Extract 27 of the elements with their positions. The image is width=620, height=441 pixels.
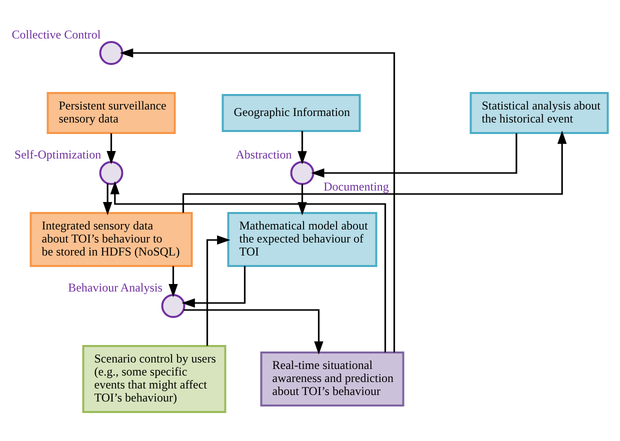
arrow bbox=[311, 133, 518, 178]
node-circle bbox=[161, 294, 186, 318]
node-label: Self-Optimization bbox=[14, 148, 102, 162]
node-box: Scenario control by users (e.g., some specific events that might affect TOI’s behaviour) bbox=[82, 345, 226, 413]
arrow bbox=[120, 48, 396, 352]
node-label: Behaviour Analysis bbox=[68, 280, 162, 295]
arrow bbox=[182, 266, 246, 308]
node-label: Collective Control bbox=[12, 28, 101, 42]
arrow bbox=[298, 131, 307, 164]
arrow bbox=[206, 235, 230, 346]
arrow bbox=[168, 266, 178, 298]
arrow bbox=[110, 181, 386, 352]
arrow bbox=[182, 130, 567, 213]
arrow bbox=[184, 309, 324, 355]
node-box: Statistical analysis about the historical event bbox=[470, 92, 609, 134]
node-label: Abstraction bbox=[236, 148, 292, 162]
node-circle bbox=[290, 161, 314, 185]
arrow bbox=[106, 133, 116, 164]
edge-label: Documenting bbox=[324, 180, 389, 194]
node-box: Mathematical model about the expected behaviour of TOI bbox=[227, 212, 378, 267]
node-box: Persistent surveillance sensory data bbox=[46, 92, 176, 134]
node-box: Real-time situational awareness and prediction about TOI’s behaviour bbox=[260, 352, 404, 406]
arrow bbox=[102, 183, 112, 216]
node-circle bbox=[99, 41, 124, 65]
node-box: Geographic Information bbox=[222, 94, 361, 132]
node-box: Integrated sensory data about TOI’s behaviour to be stored in HDFS (NoSQL) bbox=[30, 212, 193, 267]
node-circle bbox=[99, 161, 124, 185]
